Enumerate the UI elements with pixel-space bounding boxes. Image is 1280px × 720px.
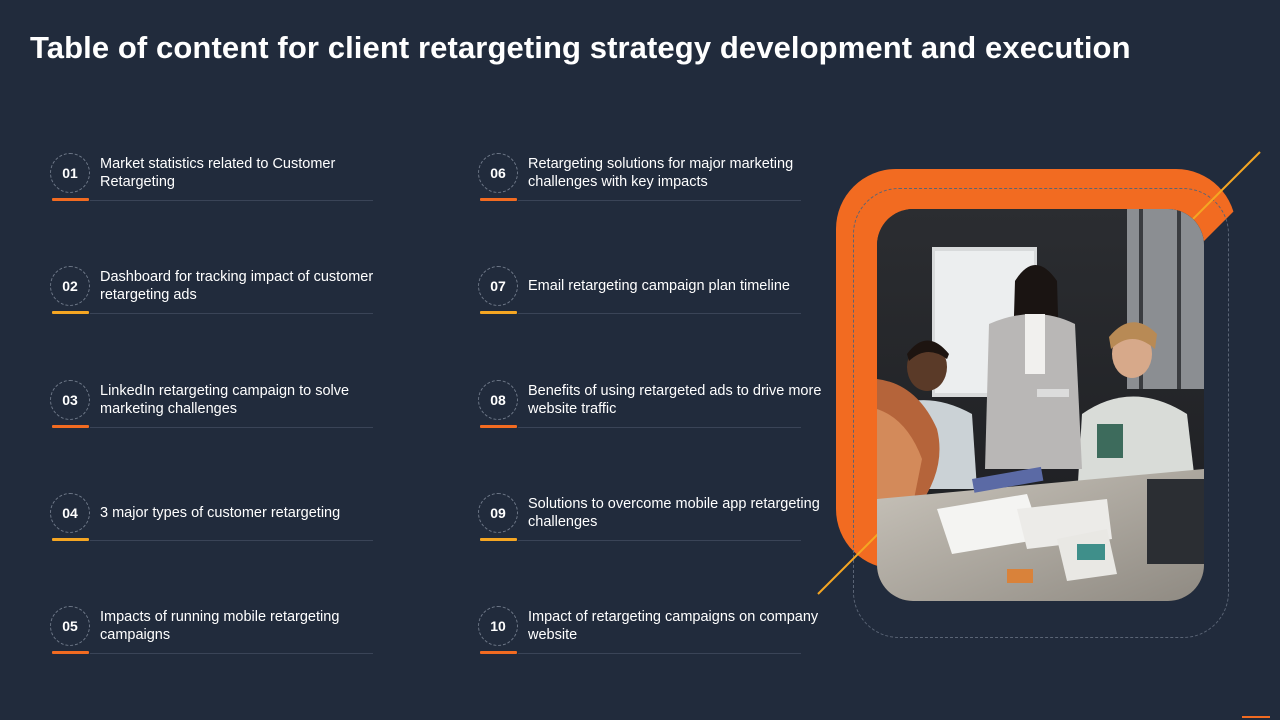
item-label: Dashboard for tracking impact of custome… bbox=[100, 269, 374, 303]
item-number: 07 bbox=[478, 266, 518, 306]
item-label: Benefits of using retargeted ads to driv… bbox=[528, 383, 822, 417]
divider bbox=[90, 653, 373, 654]
number-underline bbox=[52, 651, 89, 654]
divider bbox=[90, 427, 373, 428]
toc-item-10[interactable]: 10 Impact of retargeting campaigns on co… bbox=[478, 606, 818, 666]
toc-item-06[interactable]: 06 Retargeting solutions for major marke… bbox=[478, 153, 808, 213]
item-label: LinkedIn retargeting campaign to solve m… bbox=[100, 383, 350, 417]
toc-item-08[interactable]: 08 Benefits of using retargeted ads to d… bbox=[478, 380, 821, 440]
number-underline bbox=[52, 198, 89, 201]
number-underline bbox=[52, 311, 89, 314]
divider bbox=[90, 540, 373, 541]
toc-item-07[interactable]: 07 Email retargeting campaign plan timel… bbox=[478, 266, 808, 326]
item-label: Email retargeting campaign plan timeline bbox=[528, 278, 790, 294]
team-meeting-photo bbox=[877, 209, 1204, 601]
corner-accent-mark bbox=[1242, 716, 1270, 718]
divider bbox=[90, 200, 373, 201]
toc-item-03[interactable]: 03 LinkedIn retargeting campaign to solv… bbox=[50, 380, 380, 440]
number-underline bbox=[480, 311, 517, 314]
item-number: 08 bbox=[478, 380, 518, 420]
item-number: 06 bbox=[478, 153, 518, 193]
item-label: Retargeting solutions for major marketin… bbox=[528, 156, 794, 190]
item-label: Market statistics related to Customer Re… bbox=[100, 156, 336, 190]
divider bbox=[518, 540, 801, 541]
item-label: Impacts of running mobile retargeting ca… bbox=[100, 609, 340, 643]
item-label: Solutions to overcome mobile app retarge… bbox=[528, 496, 820, 530]
divider bbox=[518, 313, 801, 314]
item-number: 10 bbox=[478, 606, 518, 646]
item-number: 09 bbox=[478, 493, 518, 533]
number-underline bbox=[480, 198, 517, 201]
divider bbox=[518, 200, 801, 201]
toc-item-05[interactable]: 05 Impacts of running mobile retargeting… bbox=[50, 606, 380, 666]
divider bbox=[90, 313, 373, 314]
item-number: 04 bbox=[50, 493, 90, 533]
item-label: 3 major types of customer retargeting bbox=[100, 505, 341, 521]
toc-item-09[interactable]: 09 Solutions to overcome mobile app reta… bbox=[478, 493, 820, 553]
item-number: 05 bbox=[50, 606, 90, 646]
item-number: 02 bbox=[50, 266, 90, 306]
number-underline bbox=[480, 425, 517, 428]
page-title: Table of content for client retargeting … bbox=[30, 30, 1131, 65]
number-underline bbox=[52, 425, 89, 428]
toc-item-04[interactable]: 04 3 major types of customer retargeting bbox=[50, 493, 380, 553]
number-underline bbox=[480, 538, 517, 541]
item-number: 03 bbox=[50, 380, 90, 420]
number-underline bbox=[480, 651, 517, 654]
divider bbox=[518, 427, 801, 428]
divider bbox=[518, 653, 801, 654]
item-number: 01 bbox=[50, 153, 90, 193]
item-label: Impact of retargeting campaigns on compa… bbox=[528, 609, 819, 643]
meeting-photo-illustration bbox=[877, 209, 1204, 601]
toc-item-02[interactable]: 02 Dashboard for tracking impact of cust… bbox=[50, 266, 380, 326]
number-underline bbox=[52, 538, 89, 541]
toc-item-01[interactable]: 01 Market statistics related to Customer… bbox=[50, 153, 380, 213]
